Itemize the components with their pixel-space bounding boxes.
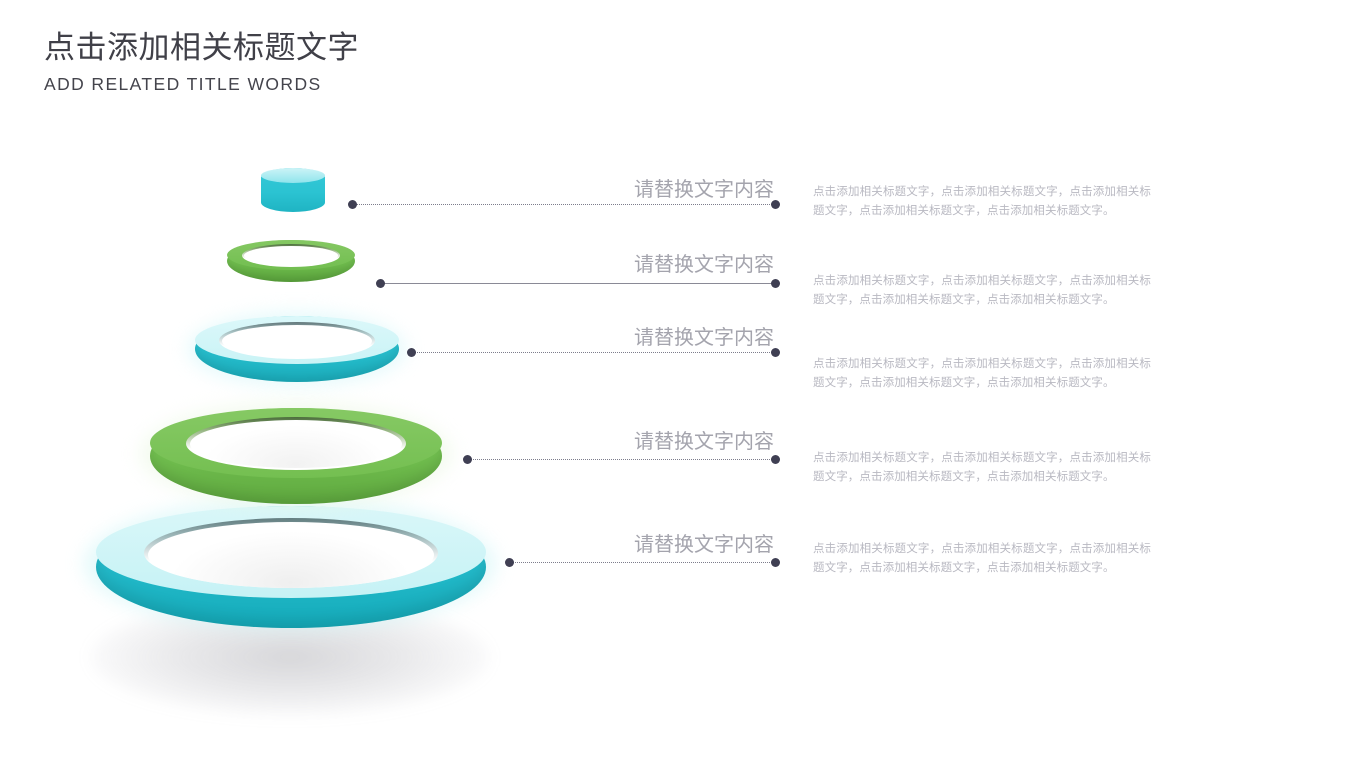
connector-3-dot-left [407,348,416,357]
connector-2-line [382,283,774,285]
ring-level-3[interactable] [195,316,399,382]
row-2-heading: 请替换文字内容 [634,254,774,276]
ring-level-2[interactable] [227,240,355,282]
connector-3-line [413,352,774,354]
connector-3-dot-right [771,348,780,357]
connector-2-dot-left [376,279,385,288]
connector-4 [463,455,780,464]
connector-5 [505,558,780,567]
page-subtitle: ADD RELATED TITLE WORDS [44,74,322,94]
stacked-rings-diagram [0,120,620,740]
connector-1-dot-left [348,200,357,209]
slide-title-block: 点击添加相关标题文字 ADD RELATED TITLE WORDS [44,28,359,96]
connector-1-line [354,204,774,206]
connector-5-line [511,562,774,564]
row-1-body: 点击添加相关标题文字，点击添加相关标题文字，点击添加相关标题文字，点击添加相关标… [813,186,1151,217]
row-1-heading: 请替换文字内容 [634,179,774,201]
row-5-body: 点击添加相关标题文字，点击添加相关标题文字，点击添加相关标题文字，点击添加相关标… [813,543,1151,574]
page-title: 点击添加相关标题文字 [44,30,359,65]
connector-5-dot-right [771,558,780,567]
ring-2-hole [244,246,338,265]
ring-5-hole [148,522,434,588]
connector-2 [376,279,780,288]
row-3-heading: 请替换文字内容 [634,327,774,349]
ring-level-5[interactable] [96,506,486,628]
ring-3-hole [222,325,372,357]
connector-2-dot-right [771,279,780,288]
connector-4-line [469,459,774,461]
cylinder-1-top-cap [261,168,325,183]
row-2-body: 点击添加相关标题文字，点击添加相关标题文字，点击添加相关标题文字，点击添加相关标… [813,275,1151,306]
connector-4-dot-right [771,455,780,464]
connector-1 [348,200,780,209]
ring-4-hole [190,420,402,468]
row-3-body: 点击添加相关标题文字，点击添加相关标题文字，点击添加相关标题文字，点击添加相关标… [813,358,1151,389]
connector-5-dot-left [505,558,514,567]
ring-level-1[interactable] [261,168,325,212]
connector-4-dot-left [463,455,472,464]
row-5-heading: 请替换文字内容 [634,534,774,556]
connector-1-dot-right [771,200,780,209]
row-4-body: 点击添加相关标题文字，点击添加相关标题文字，点击添加相关标题文字，点击添加相关标… [813,452,1151,483]
row-4-heading: 请替换文字内容 [634,431,774,453]
connector-3 [407,348,780,357]
ring-level-4[interactable] [150,408,442,504]
